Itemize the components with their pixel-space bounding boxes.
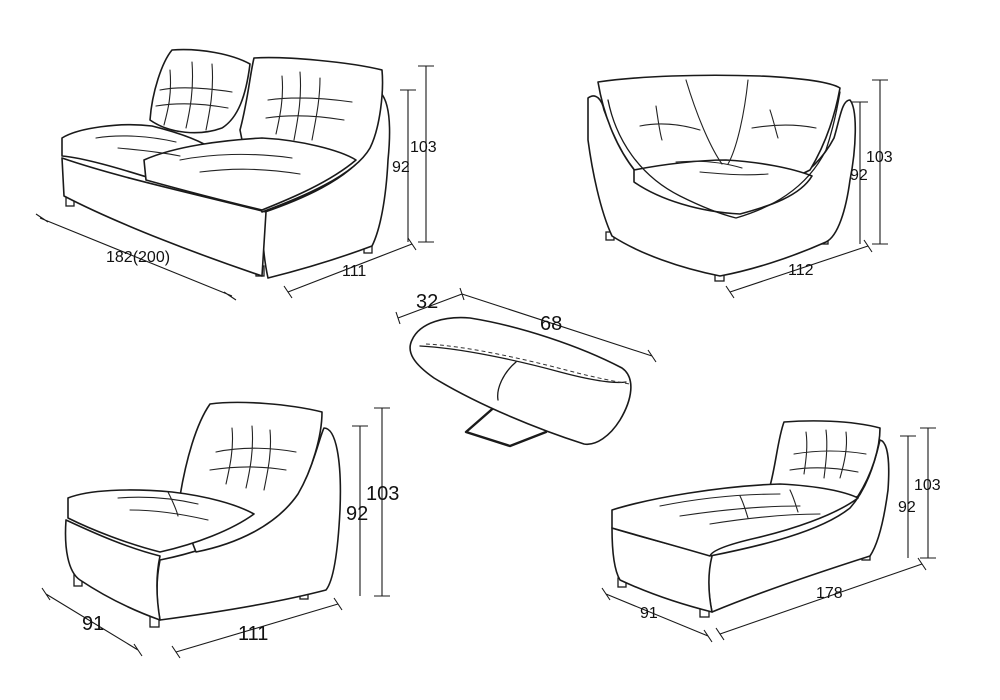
chair-total-height-line (374, 407, 390, 597)
two-seat-sofa: 182(200) 111 103 92 (35, 48, 437, 301)
sofa-depth-dimension-line (283, 237, 417, 299)
armless-chair: 91 111 103 92 (41, 401, 399, 659)
sofa-total-height-line (418, 65, 434, 243)
sofa-back-tufting-right (265, 71, 353, 141)
corner-width-dimension-line (725, 239, 873, 299)
chair-seat-height-label: 92 (346, 503, 368, 525)
chaise-width-label: 91 (640, 605, 658, 622)
sofa-back-tufting (155, 61, 233, 131)
corner-seat-height-label: 92 (850, 167, 868, 184)
sofa-seat-cushion-right (143, 137, 357, 211)
sofa-base (61, 157, 267, 277)
chaise-lounge: 91 178 103 92 (601, 420, 941, 643)
chaise-width-dimension-line (601, 587, 713, 643)
chair-total-height-label: 103 (366, 483, 399, 505)
sofa-seat-height-label: 92 (392, 159, 410, 176)
chair-depth-dimension-line (171, 597, 343, 659)
ottoman-seams (419, 345, 627, 401)
ottoman-length-dimension-line (461, 293, 657, 363)
sofa-width-dimension-line (35, 213, 237, 301)
sofa-depth-label: 111 (342, 263, 366, 280)
chaise-length-label: 178 (816, 585, 843, 602)
chaise-total-height-label: 103 (914, 477, 941, 494)
ottoman-body (409, 316, 632, 445)
chaise-length-dimension-line (715, 557, 927, 641)
chair-base (64, 519, 161, 621)
ottoman-length-label: 68 (540, 313, 562, 335)
corner-total-height-line (872, 79, 888, 245)
sofa-seat-tufting (95, 135, 301, 175)
chaise-seat-height-label: 92 (898, 499, 916, 516)
ottoman: 32 68 (395, 287, 657, 448)
sofa-back-cushion-left (149, 48, 251, 134)
corner-piping (607, 91, 841, 219)
chair-depth-label: 111 (238, 623, 268, 645)
sofa-seat-height-line (400, 89, 416, 242)
corner-tufting (639, 105, 817, 176)
chaise-seat-height-line (900, 435, 916, 558)
chaise-seat-tufting (659, 489, 821, 525)
ottoman-metal-frame (464, 402, 548, 448)
chair-back-tufting (209, 425, 297, 491)
chaise-back-tufting (789, 429, 867, 479)
chair-seat-height-line (352, 425, 368, 596)
sofa-total-height-label: 103 (410, 139, 437, 156)
ottoman-width-label: 32 (416, 291, 438, 313)
chair-width-dimension-line (41, 587, 143, 657)
corner-total-height-label: 103 (866, 149, 893, 166)
chair-width-label: 91 (82, 613, 104, 635)
corner-seat-height-line (852, 101, 868, 244)
chaise-side-panel (707, 439, 890, 613)
ottoman-stitching (425, 343, 631, 385)
corner-sofa: 112 103 92 (587, 74, 893, 299)
chair-seat-tufting (117, 491, 209, 521)
corner-width-label: 112 (788, 262, 814, 279)
chaise-total-height-line (920, 427, 936, 559)
corner-back-seams (685, 79, 749, 165)
chair-seat-cushion (67, 489, 255, 553)
sofa-width-label: 182(200) (106, 249, 170, 266)
